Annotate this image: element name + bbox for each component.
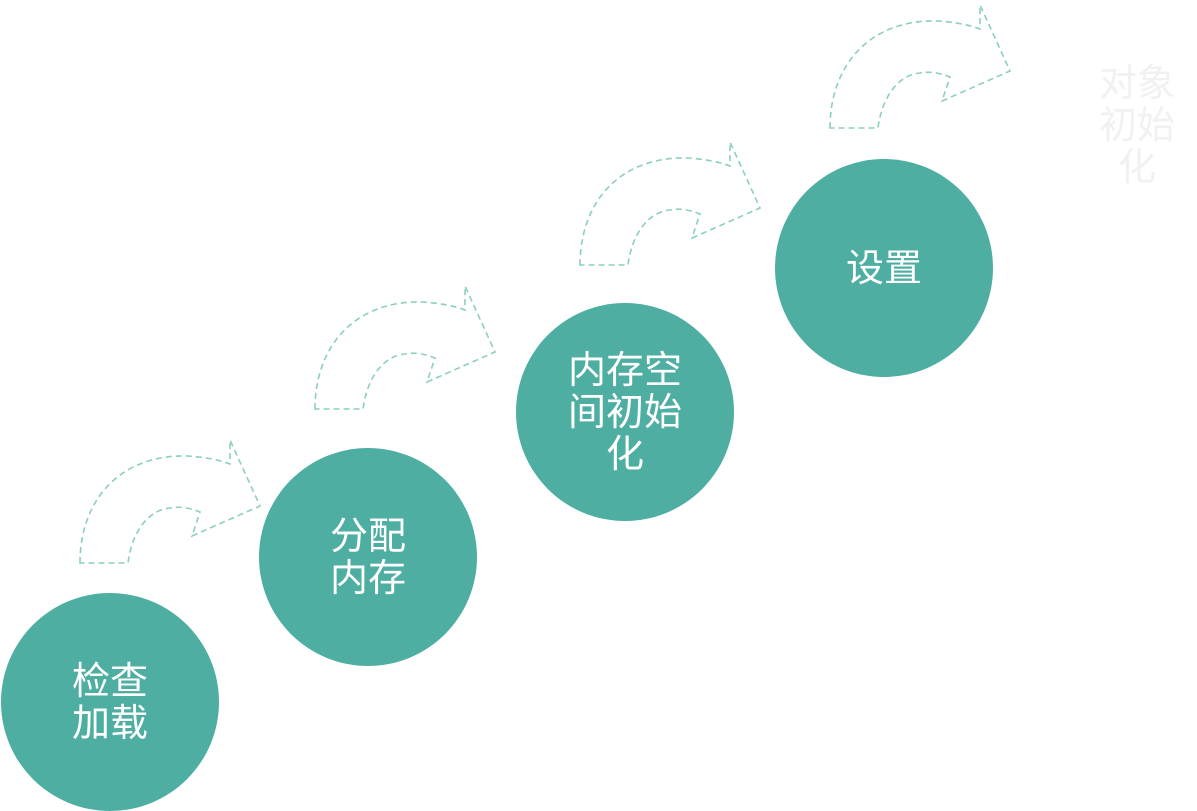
step-label: 内存空 间初始 化 [567,348,682,476]
step-label: 分配 内存 [329,514,406,600]
step-label: 设置 [845,246,922,290]
step-circle-memory-init: 内存空 间初始 化 [516,303,734,521]
step-circle-allocate-memory: 分配 内存 [259,448,477,666]
final-step-object-init: 对象初始化 [1098,61,1175,189]
step-label: 检查 加载 [71,659,148,745]
curved-arrow-icon [829,4,1012,129]
curved-arrow-icon [579,141,762,266]
curved-arrow-icon [314,285,497,410]
curved-arrow-icon [79,439,262,564]
step-circle-setup: 设置 [775,159,993,377]
step-circle-check-load: 检查 加载 [1,593,219,811]
